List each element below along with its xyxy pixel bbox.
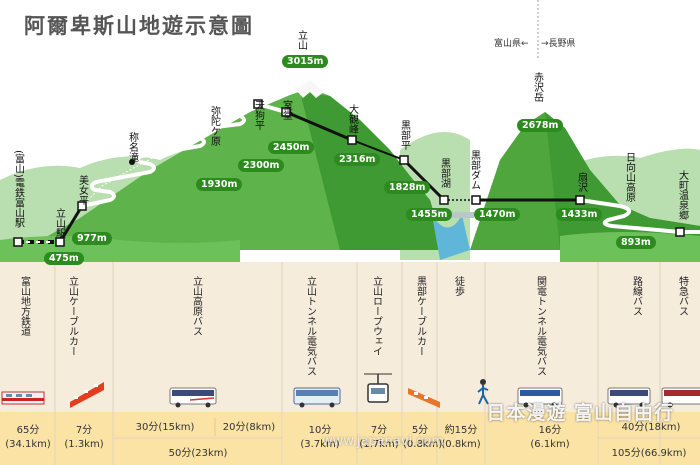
time-tunnel: 10分 (3.7km) (286, 424, 354, 451)
station-elevation-daikanbo: 2316m (334, 153, 381, 166)
transport-label-kogen-bus: 立山高原バス (190, 276, 202, 336)
transport-label-cable: 立山ケーブルカー (66, 276, 78, 356)
station-markers (13, 99, 685, 247)
station-name-omachi: 大町温泉郷 (676, 170, 688, 220)
station-elevation-tengudaira: 2300m (238, 159, 285, 172)
station-elevation-hinatayama: 893m (616, 236, 656, 249)
station-name-toyama: (富山)電鉄富山駅 (12, 150, 24, 228)
time-kurobe-cable-distance: (0.8km) (403, 438, 443, 450)
road-to-bijodaira-dotted (81, 153, 161, 207)
transport-label-chiho: 富山地方鉄道 (18, 276, 30, 336)
time-chiho-duration: 65分 (16, 425, 40, 436)
route-bus-line (579, 198, 681, 234)
ropeway-icon (364, 373, 392, 403)
time-walk-duration: 約15分 (444, 425, 478, 436)
station-name-hinatayama: 日向山高原 (623, 152, 635, 202)
watermark-text: 日本漫遊 富山自由行 (486, 402, 674, 424)
kurobe-lake (432, 215, 470, 260)
station-name-bijodaira: 美女平 (76, 175, 88, 205)
station-elevation-kurobedam: 1470m (474, 208, 521, 221)
tunnel-bus-icon (293, 387, 341, 408)
time-kurobe-cable: 5分 (0.8km) (403, 424, 443, 451)
tunnel-bus-line (285, 110, 353, 142)
cable-line (58, 205, 84, 243)
time-tunnel-duration: 10分 (308, 425, 332, 436)
time-kogen-total: 50分(23km) (168, 448, 228, 459)
ropeway-line (351, 139, 405, 161)
time-chiho-distance: (34.1km) (5, 438, 51, 450)
transport-label-walk: 徒歩 (452, 276, 464, 296)
time-express-bus: 105分(66.9km) (611, 448, 687, 459)
time-kanden-distance: (6.1km) (530, 438, 570, 450)
cable-car-icon (70, 382, 104, 408)
station-elevation-midagahara: 1930m (196, 178, 243, 191)
transport-label-tunnel-bus: 立山トンネル電気バス (304, 276, 316, 376)
express-bus-icon (661, 387, 700, 408)
route-bus-icon (607, 387, 651, 408)
kurobe-cable-icon (408, 388, 440, 408)
kogen-road (81, 102, 259, 208)
station-elevation-ougisawa: 1433m (556, 208, 603, 221)
transport-label-express-bus: 特急バス (676, 276, 688, 316)
time-kanden-duration: 16分 (538, 425, 562, 436)
time-cable-duration: 7分 (75, 425, 93, 436)
station-name-midagahara: 弥陀ケ原 (208, 106, 220, 146)
prefecture-label-toyama: 富山県← (494, 39, 529, 49)
train-icon (1, 391, 45, 405)
transport-label-route-bus: 路線バス (630, 276, 642, 316)
station-name-tateyama: 立山駅 (53, 208, 65, 238)
time-cable-distance: (1.3km) (64, 438, 104, 450)
station-elevation-tateyama: 475m (44, 252, 84, 265)
station-elevation-murodo: 2450m (268, 141, 315, 154)
station-name-murodo: 室堂 (280, 100, 292, 120)
station-name-daikanbo: 大観峰 (346, 104, 358, 134)
station-name-shomyo: 称名滝 (126, 132, 138, 162)
station-name-ougisawa: 扇沢 (575, 172, 587, 192)
time-ropeway-distance: (1.7km) (359, 438, 399, 450)
time-tunnel-distance: (3.7km) (300, 438, 340, 450)
time-kanden: 16分 (6.1km) (520, 424, 580, 451)
peak-name-tateyama: 立山 (295, 30, 307, 50)
time-kurobe-cable-duration: 5分 (411, 425, 429, 436)
time-chiho: 65分 (34.1km) (2, 424, 54, 451)
time-ropeway-duration: 7分 (370, 425, 388, 436)
station-name-tengudaira: 天狗平 (252, 100, 264, 130)
watermark-url: www.japanavi.com (322, 434, 445, 449)
station-name-kurobeko: 黒部湖 (438, 158, 450, 188)
time-walk-distance: (0.8km) (441, 438, 481, 450)
transport-band (0, 262, 700, 412)
time-kogen-segment-1: 30分(15km) (135, 422, 195, 433)
transport-label-ropeway: 立山ロープウェイ (370, 276, 382, 356)
page-title: 阿爾卑斯山地遊示意圖 (24, 13, 254, 38)
time-kogen-segment-2: 20分(8km) (222, 422, 276, 433)
shomyo-marker (129, 159, 135, 165)
walker-icon (477, 379, 489, 405)
station-elevation-bijodaira: 977m (72, 232, 112, 245)
kanden-bus-icon (517, 387, 563, 408)
tateyama-snowcap (296, 80, 324, 98)
station-elevation-kurobedaira: 1828m (384, 181, 431, 194)
time-walk: 約15分 (0.8km) (438, 424, 484, 451)
column-separators (54, 262, 700, 465)
time-route-bus: 40分(18km) (621, 422, 681, 433)
prefecture-label-nagano: →長野県 (541, 39, 576, 49)
peak-name-akazawadake: 赤沢岳 (531, 72, 543, 102)
station-elevation-kurobeko: 1455m (406, 208, 453, 221)
kurobe-cable-line (402, 158, 446, 202)
peak-elevation-akazawadake: 2678m (517, 119, 564, 132)
station-name-kurobedaira: 黒部平 (398, 120, 410, 150)
peak-elevation-tateyama: 3015m (282, 55, 329, 68)
time-cable: 7分 (1.3km) (58, 424, 110, 451)
station-name-kurobedam: 黒部ダム (468, 150, 480, 190)
transport-label-kanden-bus: 関電トンネル電気バス (534, 276, 546, 376)
kogen-bus-icon (169, 387, 217, 408)
transport-label-kurobe-cable: 黒部ケーブルカー (414, 276, 426, 356)
time-ropeway: 7分 (1.7km) (358, 424, 400, 451)
